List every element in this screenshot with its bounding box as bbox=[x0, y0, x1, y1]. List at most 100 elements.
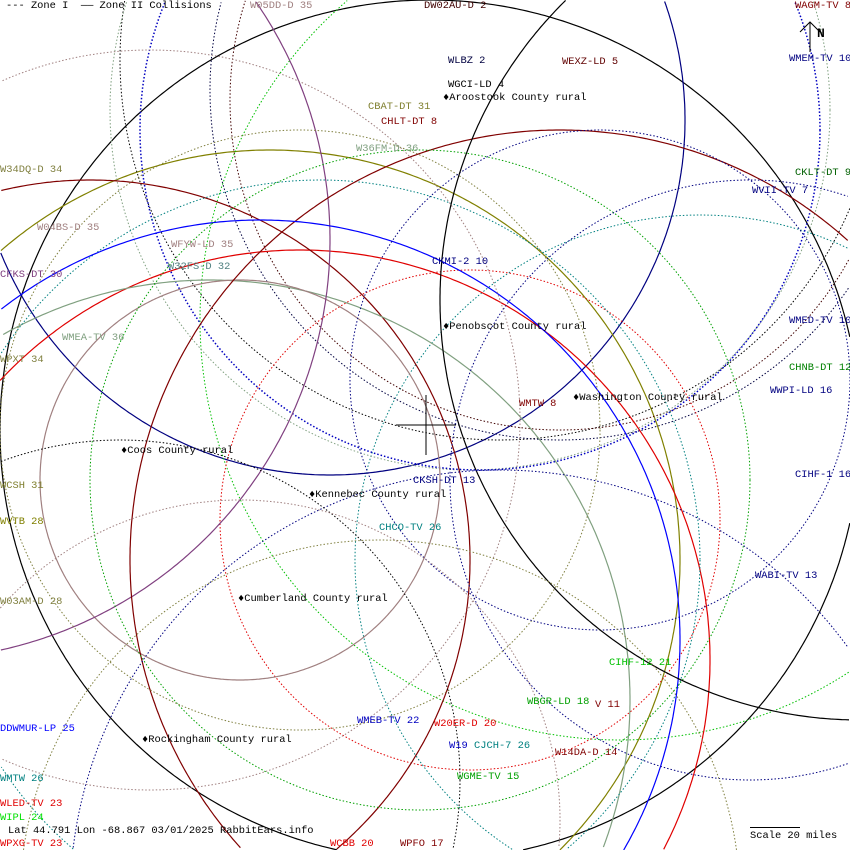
station-label[interactable]: WMEB-TV 22 bbox=[357, 715, 420, 727]
coverage-contour bbox=[0, 439, 461, 848]
coverage-contour bbox=[0, 129, 601, 731]
diamond-icon: ♦ bbox=[142, 734, 149, 746]
station-label[interactable]: WPXT 34 bbox=[0, 354, 44, 366]
county-label: Coos County rural bbox=[127, 445, 234, 457]
station-label[interactable]: W32FS-D 32 bbox=[168, 261, 231, 273]
station-label[interactable]: W34DQ-D 34 bbox=[0, 164, 63, 176]
station-label[interactable]: WMEA-TV 36 bbox=[62, 332, 125, 344]
station-label[interactable]: WPFO 17 bbox=[400, 838, 444, 850]
county-label: Aroostook County rural bbox=[449, 92, 587, 104]
coverage-contour bbox=[1, 179, 471, 850]
station-label[interactable]: WCSH 31 bbox=[0, 480, 44, 492]
station-label[interactable]: WFYW-LD 35 bbox=[171, 239, 234, 251]
coverage-contour bbox=[354, 214, 849, 850]
station-label[interactable]: V 11 bbox=[595, 699, 620, 711]
station-label[interactable]: CKLT-DT 9 bbox=[795, 167, 850, 179]
coverage-contour bbox=[0, 249, 711, 850]
county-label: Penobscot County rural bbox=[449, 321, 587, 333]
county-label: Cumberland County rural bbox=[244, 593, 388, 605]
diamond-icon: ♦ bbox=[443, 92, 450, 104]
county-marker[interactable]: ♦Rockingham County rural bbox=[142, 735, 292, 746]
coverage-contour bbox=[219, 269, 721, 771]
station-label[interactable]: CHCO-TV 26 bbox=[379, 522, 442, 534]
station-label[interactable]: WLBZ 2 bbox=[448, 55, 486, 67]
diamond-icon: ♦ bbox=[121, 445, 128, 457]
coverage-contour bbox=[89, 149, 751, 811]
coverage-contour bbox=[109, 1, 831, 471]
coverage-contour bbox=[449, 179, 848, 781]
coverage-contour bbox=[199, 0, 849, 741]
county-marker[interactable]: ♦Cumberland County rural bbox=[238, 594, 388, 605]
station-label[interactable]: W03AM-D 28 bbox=[0, 596, 63, 608]
coverage-contour bbox=[229, 0, 850, 431]
station-label[interactable]: W36FM-D 36 bbox=[356, 143, 419, 155]
coverage-contour bbox=[0, 499, 561, 848]
coverage-contour bbox=[0, 149, 681, 850]
station-label[interactable]: WCBB 20 bbox=[330, 838, 374, 850]
station-label[interactable]: DDWMUR-LP 25 bbox=[0, 723, 75, 735]
county-marker[interactable]: ♦Penobscot County rural bbox=[443, 322, 586, 333]
diamond-icon: ♦ bbox=[573, 392, 580, 404]
station-label[interactable]: CKSH-DT 13 bbox=[413, 475, 476, 487]
station-label[interactable]: WBGR-LD 18 bbox=[527, 696, 590, 708]
coverage-contour bbox=[0, 1, 686, 476]
station-label[interactable]: WIPL 24 bbox=[0, 812, 44, 824]
legend-zone2: —— Zone II Collisions bbox=[80, 0, 212, 12]
station-label[interactable]: W05DD-D 35 bbox=[250, 0, 313, 12]
county-marker[interactable]: ♦Washington County rural bbox=[573, 393, 723, 404]
station-label[interactable]: WPXG-TV 23 bbox=[0, 838, 63, 850]
coverage-contour bbox=[0, 179, 701, 850]
station-label[interactable]: WABI-TV 13 bbox=[755, 570, 818, 582]
coverage-contour bbox=[349, 129, 850, 631]
station-label[interactable]: WGCI-LD 4 bbox=[448, 79, 505, 91]
station-label[interactable]: WWPI-LD 16 bbox=[770, 385, 833, 397]
coverage-contour bbox=[119, 0, 850, 441]
county-marker[interactable]: ♦Coos County rural bbox=[121, 446, 233, 457]
legend-zone1: --- Zone I bbox=[6, 0, 69, 12]
county-marker[interactable]: ♦Kennebec County rural bbox=[309, 490, 446, 501]
county-marker[interactable]: ♦Aroostook County rural bbox=[443, 93, 586, 104]
coverage-contour bbox=[439, 0, 850, 721]
map-legend: --- Zone I —— Zone II Collisions bbox=[6, 1, 212, 12]
north-indicator: N bbox=[817, 26, 825, 41]
station-label[interactable]: WGME-TV 15 bbox=[457, 771, 520, 783]
county-label: Rockingham County rural bbox=[148, 734, 292, 746]
scale-label: Scale 20 miles bbox=[750, 830, 838, 842]
station-label[interactable]: WMTW 26 bbox=[0, 773, 44, 785]
coverage-contour bbox=[0, 1, 331, 651]
station-label[interactable]: CJCH-7 26 bbox=[474, 740, 531, 752]
map-footer: Lat 44.791 Lon -68.867 03/01/2025 Rabbit… bbox=[8, 825, 314, 837]
station-label[interactable]: CKMI-2 10 bbox=[432, 256, 489, 268]
station-label[interactable]: W14DA-D 14 bbox=[555, 747, 618, 759]
station-label[interactable]: CIHF-12 21 bbox=[609, 657, 672, 669]
station-label[interactable]: W20ER-D 20 bbox=[434, 718, 497, 730]
diamond-icon: ♦ bbox=[309, 489, 316, 501]
station-label[interactable]: CFKS-DT 30 bbox=[0, 269, 63, 281]
coverage-contour bbox=[2, 279, 631, 848]
station-label[interactable]: W04BS-D 35 bbox=[37, 222, 100, 234]
coverage-contour bbox=[209, 2, 849, 441]
coverage-contour bbox=[39, 279, 441, 681]
station-label[interactable]: DW02AU-D 2 bbox=[424, 0, 487, 12]
station-label[interactable]: CHNB-DT 12 bbox=[789, 362, 850, 374]
station-label[interactable]: CIHF-1 16 bbox=[795, 469, 850, 481]
station-label[interactable]: WLED-TV 23 bbox=[0, 798, 63, 810]
station-label[interactable]: WEXZ-LD 5 bbox=[562, 56, 619, 68]
station-label[interactable]: CBAT-DT 31 bbox=[368, 101, 431, 113]
county-label: Kennebec County rural bbox=[315, 489, 447, 501]
coverage-contour bbox=[139, 2, 821, 471]
station-label[interactable]: W19 bbox=[449, 740, 468, 752]
station-label[interactable]: WVTB 28 bbox=[0, 516, 44, 528]
scale-bar bbox=[750, 827, 800, 828]
north-arrow-icon bbox=[799, 21, 821, 52]
station-label[interactable]: WAGM-TV 8 bbox=[795, 0, 850, 12]
station-label[interactable]: WVII-TV 7 bbox=[752, 185, 809, 197]
station-label[interactable]: WMTW 8 bbox=[519, 398, 557, 410]
station-label[interactable]: WMEM-TV 10 bbox=[789, 53, 850, 65]
station-label[interactable]: WMED-TV 10 bbox=[789, 315, 850, 327]
coverage-contour bbox=[72, 469, 849, 848]
station-label[interactable]: CHLT-DT 8 bbox=[381, 116, 438, 128]
